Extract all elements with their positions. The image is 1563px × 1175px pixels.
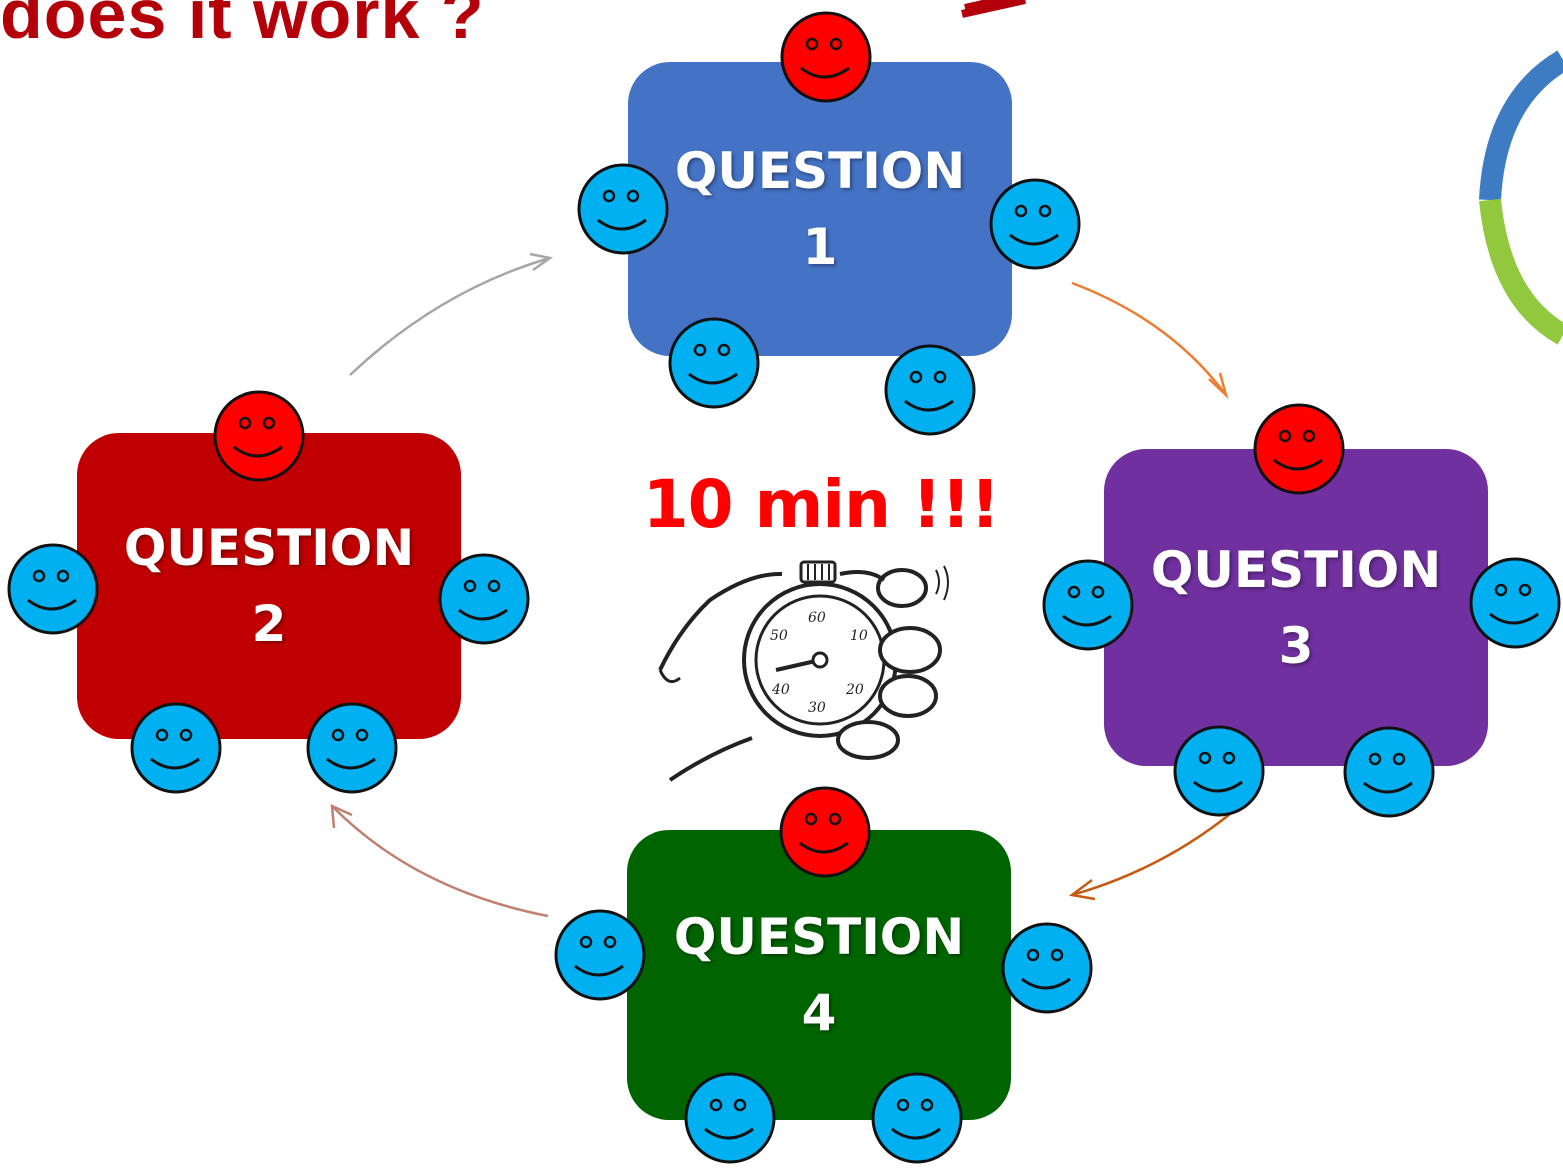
dial-number: 20 [845, 682, 864, 698]
member-smiley-icon [988, 177, 1082, 271]
host-smiley-icon [212, 389, 306, 483]
timer-label: 10 min !!! [642, 466, 1000, 543]
member-smiley-icon [667, 316, 761, 410]
question-number: 4 [801, 984, 837, 1042]
member-smiley-icon [129, 701, 223, 795]
dial-number: 60 [808, 610, 826, 626]
member-smiley-icon [1000, 921, 1094, 1015]
member-smiley-icon [437, 552, 531, 646]
arrowhead-question1 [529, 252, 554, 272]
question-number: 3 [1278, 616, 1314, 675]
member-smiley-icon [553, 908, 647, 1002]
arrow-question1-to-question3 [1071, 281, 1228, 396]
host-smiley-icon [779, 10, 873, 104]
member-smiley-icon [576, 162, 670, 256]
member-smiley-icon [1041, 558, 1135, 652]
host-smiley-icon [1252, 402, 1346, 496]
question-label: QUESTION [674, 142, 966, 200]
arrow-question2-to-question1 [349, 256, 551, 376]
member-smiley-icon [683, 1071, 777, 1165]
question-number: 1 [802, 218, 838, 276]
member-smiley-icon [1342, 725, 1436, 819]
member-smiley-icon [883, 343, 977, 437]
member-smiley-icon [305, 701, 399, 795]
member-smiley-icon [870, 1071, 964, 1165]
logo-arc-blue [1479, 50, 1563, 201]
member-smiley-icon [6, 542, 100, 636]
dial-number: 30 [808, 700, 826, 716]
dial-number: 50 [770, 628, 788, 644]
logo-arc-green [1479, 198, 1563, 345]
member-smiley-icon [1172, 724, 1266, 818]
arrowhead-question3 [1208, 372, 1229, 399]
question-label: QUESTION [673, 908, 965, 966]
dial-number: 40 [771, 682, 790, 698]
arrow-question4-to-question2 [331, 805, 549, 918]
host-smiley-icon [778, 785, 872, 879]
dial-number: 10 [850, 628, 868, 644]
pointer-arrow [961, 0, 1026, 18]
table-question-1: QUESTION 1 [628, 62, 1012, 356]
question-number: 2 [251, 595, 287, 653]
question-label: QUESTION [123, 519, 415, 577]
member-smiley-icon [1468, 556, 1562, 650]
arrowhead-question4 [1068, 879, 1096, 901]
arrow-question3-to-question4 [1071, 813, 1231, 897]
stopwatch-hand-illustration: 60 10 20 30 40 50 [658, 560, 949, 782]
table-question-3: QUESTION 3 [1104, 449, 1488, 766]
table-question-4: QUESTION 4 [627, 830, 1011, 1120]
table-question-2: QUESTION 2 [77, 433, 461, 739]
arrowhead-question2 [330, 803, 353, 829]
slide-title: does it work ? [0, 0, 485, 53]
question-label: QUESTION [1150, 540, 1442, 599]
